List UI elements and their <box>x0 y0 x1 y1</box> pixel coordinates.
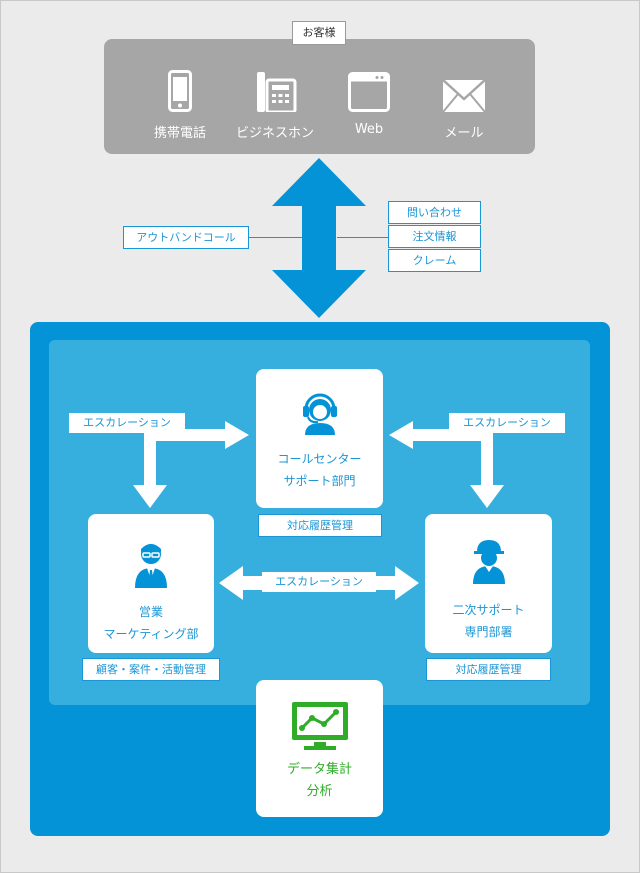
escalation-label-right: エスカレーション <box>449 413 565 433</box>
mobile-phone-icon <box>168 70 192 112</box>
escalation-label-middle: エスカレーション <box>262 572 376 592</box>
channel-label: ビジネスホン <box>235 126 314 141</box>
callcenter-line2: サポート部門 <box>283 474 356 488</box>
support2-node: 二次サポート 専門部署 <box>425 514 552 653</box>
callcenter-line1: コールセンター <box>277 452 362 466</box>
channel-label: メール <box>444 126 484 141</box>
inbound-connector <box>337 237 388 238</box>
support2-history-tag: 対応履歴管理 <box>426 658 551 681</box>
monitor-chart-icon <box>291 702 348 750</box>
sales-line1: 営業 <box>138 605 163 619</box>
operator-headset-icon <box>302 393 337 435</box>
sales-node: 営業 マーケティング部 <box>88 514 214 653</box>
analytics-line2: 分析 <box>306 784 333 799</box>
sales-management-tag: 顧客・案件・活動管理 <box>82 658 220 681</box>
inbound-inquiry-label: 問い合わせ <box>388 201 481 224</box>
business-person-icon <box>135 544 167 588</box>
analytics-line1: データ集計 <box>286 762 352 777</box>
callcenter-history-tag: 対応履歴管理 <box>258 514 382 537</box>
channel-business-phone: ビジネスホン <box>225 66 325 141</box>
business-phone-icon <box>257 72 297 112</box>
channel-web: Web <box>319 66 419 137</box>
inbound-order-label: 注文情報 <box>388 225 481 248</box>
bidirectional-arrow-icon <box>272 158 366 318</box>
escalation-arrow-left <box>146 421 249 449</box>
customer-label: お客様 <box>292 21 346 45</box>
outbound-call-label: アウトバンドコール <box>123 226 249 249</box>
helmet-worker-icon <box>472 540 505 584</box>
support2-line2: 専門部署 <box>464 625 513 639</box>
channel-label: Web <box>354 122 384 137</box>
channel-mail: メール <box>414 66 514 141</box>
envelope-icon <box>443 80 485 112</box>
escalation-label-left: エスカレーション <box>69 413 185 433</box>
inbound-complaint-label: クレーム <box>388 249 481 272</box>
browser-window-icon <box>348 72 390 112</box>
channel-label: 携帯電話 <box>153 126 206 141</box>
channel-mobile: 携帯電話 <box>130 66 230 141</box>
analytics-node: データ集計 分析 <box>256 680 383 817</box>
support2-line1: 二次サポート <box>452 603 525 617</box>
outbound-connector <box>248 237 302 238</box>
sales-line2: マーケティング部 <box>103 627 199 641</box>
callcenter-node: コールセンター サポート部門 <box>256 369 383 508</box>
